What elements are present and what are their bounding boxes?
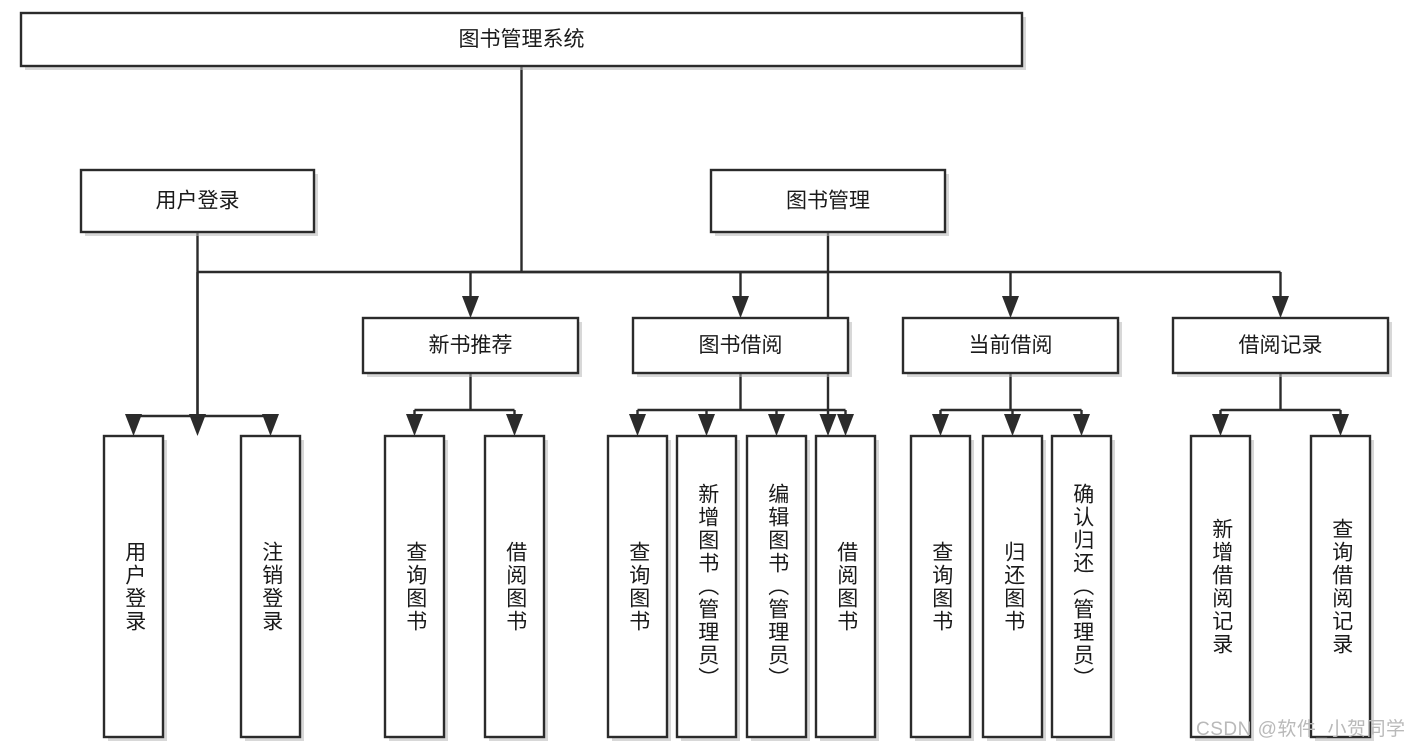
node-box-book-manage[interactable]: [709, 168, 947, 234]
node-label-user-login: 用户登录: [156, 190, 240, 213]
arrow-head-icon: [698, 414, 715, 436]
arrow-head-icon: [1272, 296, 1289, 318]
node-box-leaf-borrow-book-rec[interactable]: [483, 434, 546, 739]
arrow-head-icon: [1073, 414, 1090, 436]
node-label-current-borrow: 当前借阅: [969, 334, 1053, 357]
arrow-head-icon: [1332, 414, 1349, 436]
node-box-new-book-recommend[interactable]: [361, 316, 580, 375]
node-box-leaf-confirm-return-admin[interactable]: [1050, 434, 1113, 739]
arrow-head-icon: [125, 414, 142, 436]
arrow-head-icon: [189, 414, 206, 436]
arrow-head-icon: [262, 414, 279, 436]
node-box-leaf-user-login[interactable]: [102, 434, 165, 739]
arrow-head-icon: [819, 414, 837, 436]
node-box-leaf-edit-book-admin[interactable]: [745, 434, 808, 739]
node-box-leaf-query-book-cur[interactable]: [909, 434, 972, 739]
arrow-head-icon: [1212, 414, 1229, 436]
node-box-leaf-return-book[interactable]: [981, 434, 1044, 739]
node-label-new-book-recommend: 新书推荐: [429, 334, 513, 357]
node-box-user-login[interactable]: [79, 168, 316, 234]
arrow-head-icon: [629, 414, 646, 436]
node-box-layer: [19, 11, 1392, 741]
node-label-borrow-record: 借阅记录: [1239, 334, 1323, 357]
arrow-head-icon: [932, 414, 949, 436]
connector-group: [406, 373, 523, 436]
node-label-root: 图书管理系统: [459, 28, 585, 51]
connector-group: [1212, 373, 1349, 436]
node-box-leaf-query-book-rec[interactable]: [383, 434, 446, 739]
node-box-leaf-query-book-borrow[interactable]: [606, 434, 669, 739]
node-box-root[interactable]: [19, 11, 1024, 68]
node-box-leaf-add-book-admin[interactable]: [675, 434, 738, 739]
node-box-current-borrow[interactable]: [901, 316, 1120, 375]
connector-layer: [125, 66, 1349, 436]
arrow-head-icon: [1004, 414, 1021, 436]
arrow-head-icon: [732, 296, 749, 318]
node-box-leaf-add-borrow-record[interactable]: [1189, 434, 1252, 739]
arrow-head-icon: [768, 414, 785, 436]
connector-group: [462, 232, 1289, 318]
connector-group: [932, 373, 1090, 436]
node-box-leaf-borrow-book[interactable]: [814, 434, 877, 739]
arrow-head-icon: [506, 414, 523, 436]
node-box-leaf-query-borrow-record[interactable]: [1309, 434, 1372, 739]
node-box-leaf-logout[interactable]: [239, 434, 302, 739]
connector-group: [629, 373, 854, 436]
node-box-borrow-record[interactable]: [1171, 316, 1390, 375]
node-label-book-manage: 图书管理: [786, 190, 870, 213]
watermark-text: CSDN @软件_小贺同学: [1196, 719, 1405, 740]
node-box-book-borrow[interactable]: [631, 316, 850, 375]
arrow-head-icon: [406, 414, 423, 436]
arrow-head-icon: [837, 414, 854, 436]
connector-group: [125, 232, 279, 436]
arrow-head-icon: [462, 296, 479, 318]
node-label-book-borrow: 图书借阅: [699, 334, 783, 357]
arrow-head-icon: [1002, 296, 1019, 318]
